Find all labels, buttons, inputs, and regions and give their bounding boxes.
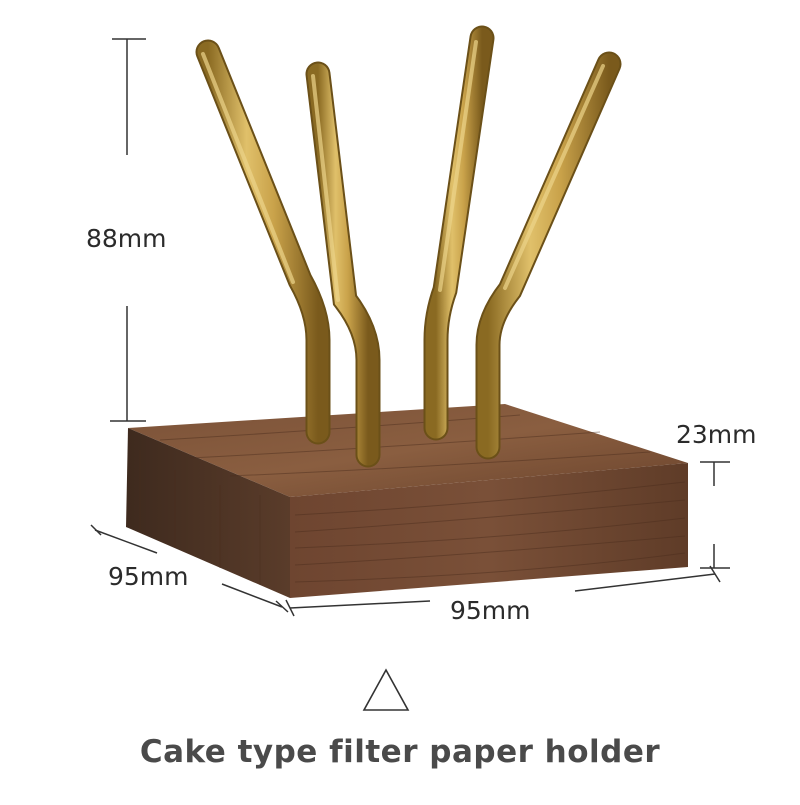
product-caption: Cake type filter paper holder — [139, 734, 661, 770]
brass-post-3 — [423, 25, 495, 441]
width-dimension-line — [285, 565, 721, 617]
base-width-label: 95mm — [450, 596, 531, 625]
base-height-dimension-line — [700, 461, 730, 569]
wooden-base — [126, 404, 688, 598]
height-dimension-line — [110, 38, 146, 422]
brass-post-2 — [305, 61, 381, 468]
base-depth-label: 95mm — [108, 562, 189, 591]
base-height-label: 23mm — [676, 420, 757, 449]
brass-post-1 — [195, 39, 331, 445]
triangle-outline-icon — [362, 668, 410, 711]
post-height-label: 88mm — [86, 224, 167, 253]
brass-posts — [195, 25, 622, 468]
brass-post-4 — [475, 51, 622, 460]
depth-dimension-line — [90, 524, 289, 613]
